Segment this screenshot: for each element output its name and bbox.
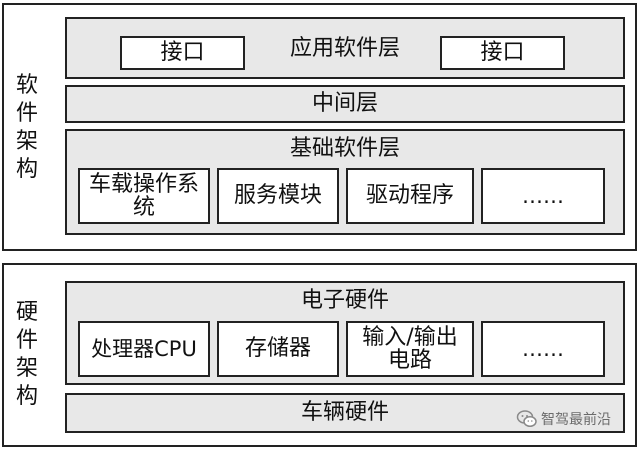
interface-left: 接口 (120, 36, 245, 70)
hardware-architecture-label: 硬件架构 (15, 300, 38, 409)
hardware-component-cpu: 处理器CPU (78, 321, 210, 377)
hardware-component-memory: 存储器 (217, 321, 339, 377)
base-module-more: …… (481, 168, 605, 224)
base-module-service: 服务模块 (217, 168, 339, 224)
base-software-layer-title: 基础软件层 (289, 136, 400, 162)
electronic-hardware-title: 电子硬件 (300, 288, 389, 314)
software-architecture-label: 软件架构 (15, 73, 38, 182)
application-software-layer-title: 应用软件层 (289, 36, 400, 62)
hardware-component-more: …… (481, 321, 605, 377)
base-module-os: 车载操作系统 (78, 168, 210, 224)
interface-right: 接口 (440, 36, 565, 70)
wechat-icon (516, 408, 538, 430)
watermark-text: 智驾最前沿 (541, 412, 611, 428)
hardware-component-io-circuit: 输入/输出电路 (346, 321, 474, 377)
middle-layer: 中间层 (65, 85, 625, 123)
base-module-driver: 驱动程序 (346, 168, 474, 224)
